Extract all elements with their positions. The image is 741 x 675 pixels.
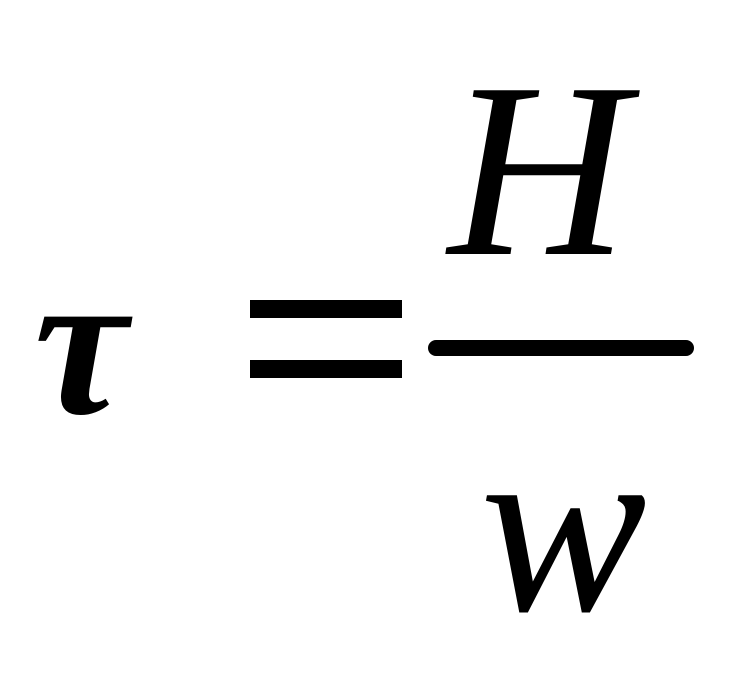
- fraction-line: [428, 340, 694, 356]
- tau-symbol: τ: [34, 227, 128, 459]
- denominator: w: [480, 388, 647, 665]
- numerator: H: [448, 32, 629, 309]
- equals-bottom-bar: [250, 360, 402, 378]
- equals-top-bar: [250, 300, 402, 318]
